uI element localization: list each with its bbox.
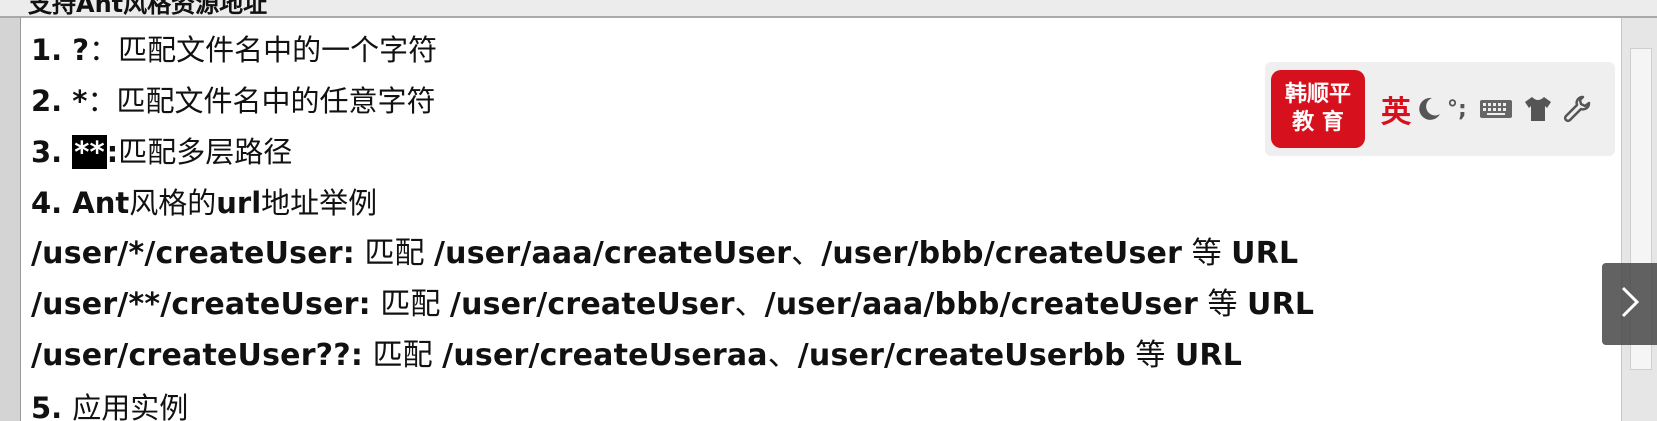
list-item-3: 3. **:匹配多层路径 <box>31 134 292 170</box>
example-line-3: /user/createUser??: 匹配 /user/createUsera… <box>31 338 1242 374</box>
match-word: 匹配 <box>370 287 450 322</box>
etc-word: 等 <box>1197 287 1248 322</box>
pattern: /user/*/createUser: <box>31 236 355 271</box>
etc-word: 等 <box>1182 236 1232 271</box>
address-text: 地址举例 <box>261 186 378 220</box>
ant-text: Ant <box>72 186 130 220</box>
url-text: url <box>216 186 262 220</box>
item-number: 1. <box>31 33 73 67</box>
example-2: /user/bbb/createUser <box>821 236 1183 271</box>
section-title: 支持Ant风格资源地址 <box>28 0 268 18</box>
pattern: /user/**/createUser: <box>31 287 371 322</box>
comma: 、 <box>791 236 822 271</box>
next-page-button[interactable] <box>1602 263 1657 345</box>
comma: 、 <box>767 338 798 373</box>
wildcard-symbol: ? <box>72 33 90 67</box>
wildcard-symbol: * <box>72 84 88 118</box>
example-2: /user/createUserbb <box>797 338 1126 373</box>
moon-icon[interactable] <box>1415 95 1443 123</box>
list-item-5: 5. 应用实例 <box>31 390 188 421</box>
logo-line-1: 韩顺平 <box>1284 82 1351 107</box>
example-2: /user/aaa/bbb/createUser <box>764 287 1198 322</box>
list-item-2: 2. *：匹配文件名中的任意字符 <box>31 83 436 119</box>
logo-line-2: 教 育 <box>1292 110 1344 135</box>
item-text: 应用实例 <box>72 391 189 421</box>
section-header: 支持Ant风格资源地址 <box>0 0 1657 18</box>
etc-word: 等 <box>1125 338 1175 373</box>
match-word: 匹配 <box>363 338 443 373</box>
punctuation-toggle[interactable]: °; <box>1447 96 1467 122</box>
left-gutter <box>0 18 21 421</box>
item-number: 4. <box>31 186 73 220</box>
example-line-2: /user/**/createUser: 匹配 /user/createUser… <box>31 287 1314 323</box>
language-toggle[interactable]: 英 <box>1381 95 1411 130</box>
match-word: 匹配 <box>354 236 435 271</box>
separator: : <box>106 135 119 169</box>
pattern: /user/createUser??: <box>31 338 364 373</box>
ime-logo[interactable]: 韩顺平 教 育 <box>1271 70 1365 148</box>
item-number: 3. <box>31 135 73 169</box>
example-1: /user/createUseraa <box>442 338 768 373</box>
style-text: 风格的 <box>129 186 217 220</box>
item-number: 5. <box>31 391 73 421</box>
example-1: /user/createUser <box>449 287 735 322</box>
chevron-right-icon <box>1619 284 1641 324</box>
example-line-1: /user/*/createUser: 匹配 /user/aaa/createU… <box>31 236 1298 272</box>
url-word: URL <box>1231 236 1299 271</box>
wrench-icon[interactable] <box>1563 95 1591 123</box>
keyboard-icon[interactable] <box>1479 98 1513 120</box>
separator: ： <box>89 33 119 67</box>
list-item-1: 1. ?：匹配文件名中的一个字符 <box>31 32 437 68</box>
url-word: URL <box>1247 287 1315 322</box>
shirt-icon[interactable] <box>1523 95 1553 123</box>
item-text: 匹配多层路径 <box>118 135 293 169</box>
example-1: /user/aaa/createUser <box>434 236 792 271</box>
separator: ： <box>87 84 117 118</box>
vertical-scrollbar[interactable] <box>1621 18 1657 421</box>
item-number: 2. <box>31 84 73 118</box>
item-text: 匹配文件名中的一个字符 <box>118 33 438 67</box>
url-word: URL <box>1174 338 1243 373</box>
list-item-4: 4. Ant风格的url地址举例 <box>31 185 377 221</box>
ime-toolbar[interactable]: 韩顺平 教 育 英 °; <box>1265 62 1615 156</box>
selected-text-highlight[interactable]: ** <box>72 135 107 169</box>
comma: 、 <box>734 287 765 322</box>
item-text: 匹配文件名中的任意字符 <box>116 84 436 118</box>
